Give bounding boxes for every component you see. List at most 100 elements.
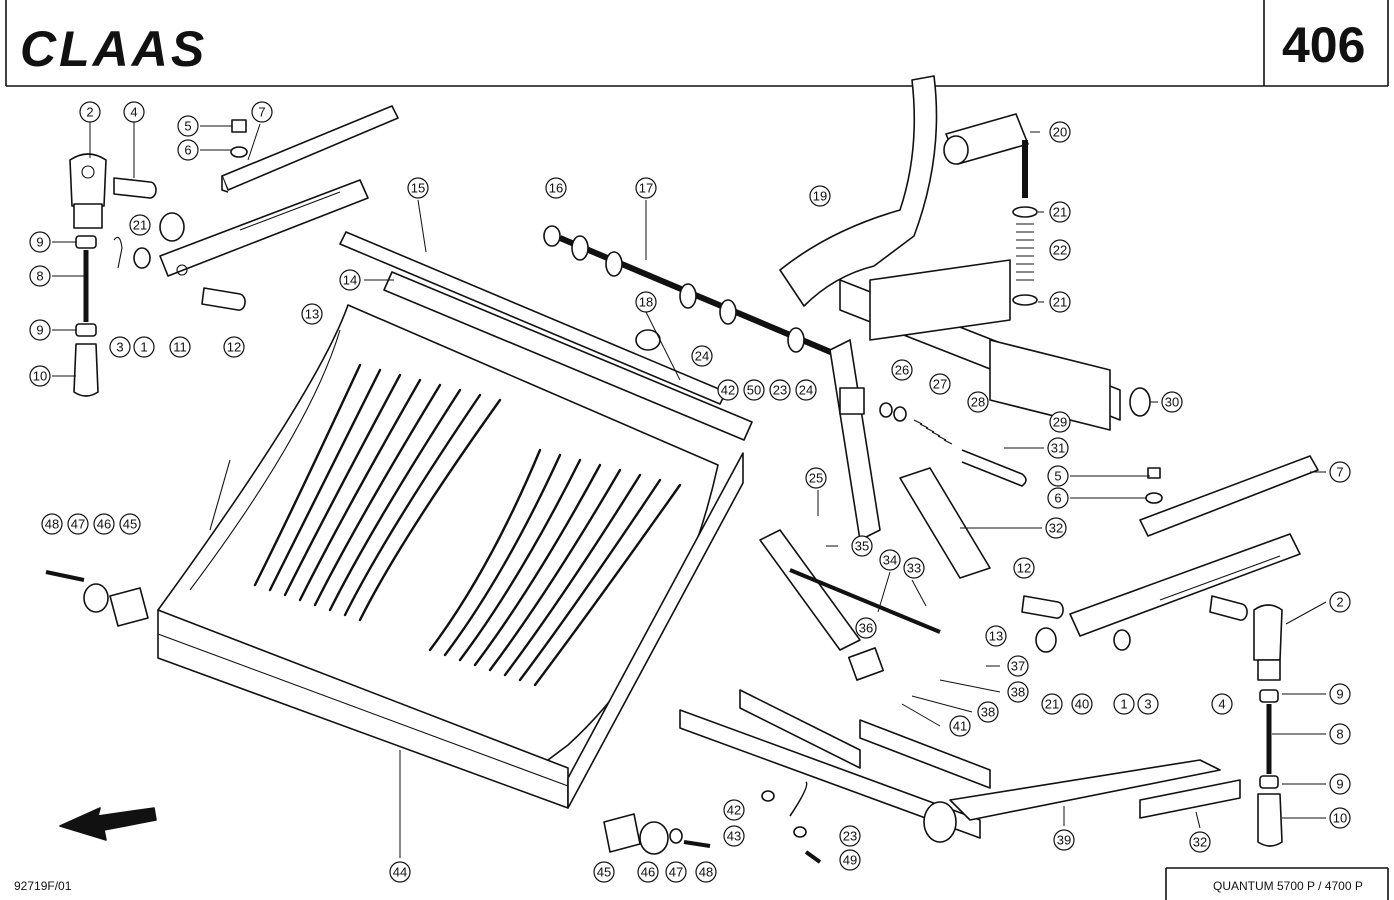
svg-text:2: 2 [86, 105, 93, 120]
svg-text:5: 5 [1054, 469, 1061, 484]
u-bolt-28 [961, 449, 1027, 487]
svg-text:11: 11 [173, 340, 187, 355]
callout-30: 30 [1161, 391, 1183, 413]
callout-38: 38 [977, 701, 999, 723]
svg-text:15: 15 [411, 181, 425, 196]
svg-text:2: 2 [1336, 595, 1343, 610]
svg-text:43: 43 [727, 829, 741, 844]
callout-45: 45 [593, 861, 615, 883]
svg-text:26: 26 [895, 363, 909, 378]
callout-43: 43 [723, 825, 745, 847]
callout-31: 31 [1047, 437, 1069, 459]
svg-text:42: 42 [727, 803, 741, 818]
callout-6: 6 [177, 139, 199, 161]
tube-assembly-30 [839, 113, 1151, 431]
callout-37: 37 [1007, 655, 1029, 677]
svg-text:21: 21 [133, 218, 147, 233]
callout-5: 5 [177, 115, 199, 137]
callout-48: 48 [41, 513, 63, 535]
callout-32: 32 [1045, 517, 1067, 539]
callout-21: 21 [1049, 201, 1071, 223]
svg-text:3: 3 [116, 340, 123, 355]
travel-direction-arrow-icon [59, 807, 157, 841]
callout-2: 2 [1329, 591, 1351, 613]
svg-text:27: 27 [933, 377, 947, 392]
svg-text:49: 49 [843, 853, 857, 868]
svg-text:13: 13 [305, 307, 319, 322]
callout-3: 3 [1137, 693, 1159, 715]
svg-text:38: 38 [981, 705, 995, 720]
svg-text:17: 17 [639, 181, 653, 196]
callout-48: 48 [695, 861, 717, 883]
svg-text:32: 32 [1049, 521, 1063, 536]
callout-28: 28 [967, 391, 989, 413]
svg-text:3: 3 [1144, 697, 1151, 712]
callout-6: 6 [1047, 487, 1069, 509]
page-number: 406 [1282, 17, 1365, 73]
svg-text:31: 31 [1051, 441, 1065, 456]
callout-34: 34 [879, 549, 901, 571]
svg-text:30: 30 [1165, 395, 1179, 410]
callout-17: 17 [635, 177, 657, 199]
footer-frame [1165, 867, 1389, 900]
callouts: 2 4 5 6 7 21 9 8 9 10 3 1 11 12 13 15 14… [29, 101, 1351, 883]
svg-text:45: 45 [597, 865, 611, 880]
svg-text:21: 21 [1045, 697, 1059, 712]
callout-12: 12 [223, 336, 245, 358]
svg-text:35: 35 [855, 539, 869, 554]
header-frame [5, 0, 1389, 87]
callout-50: 50 [743, 379, 765, 401]
callout-9: 9 [1329, 773, 1351, 795]
svg-text:46: 46 [641, 865, 655, 880]
callout-4: 4 [123, 101, 145, 123]
callout-23: 23 [769, 379, 791, 401]
svg-text:28: 28 [971, 395, 985, 410]
svg-text:47: 47 [669, 865, 683, 880]
callout-18: 18 [635, 291, 657, 313]
callout-33: 33 [903, 557, 925, 579]
callout-11: 11 [169, 336, 191, 358]
callout-9: 9 [29, 319, 51, 341]
svg-text:10: 10 [33, 369, 47, 384]
svg-text:32: 32 [1193, 835, 1207, 850]
svg-text:41: 41 [953, 719, 967, 734]
svg-text:5: 5 [184, 119, 191, 134]
svg-text:18: 18 [639, 295, 653, 310]
callout-16: 16 [545, 177, 567, 199]
callout-38: 38 [1007, 681, 1029, 703]
callout-45: 45 [119, 513, 141, 535]
svg-text:6: 6 [184, 143, 191, 158]
shaft-17 [543, 225, 842, 359]
callout-21: 21 [129, 214, 151, 236]
svg-text:46: 46 [97, 517, 111, 532]
svg-text:24: 24 [799, 383, 813, 398]
callout-13: 13 [985, 625, 1007, 647]
svg-text:8: 8 [1336, 727, 1343, 742]
clamp-assembly [761, 781, 822, 864]
callout-9: 9 [29, 231, 51, 253]
svg-text:7: 7 [1336, 465, 1343, 480]
callout-10: 10 [29, 365, 51, 387]
callout-14: 14 [339, 269, 361, 291]
callout-10: 10 [1329, 807, 1351, 829]
callout-35: 35 [851, 535, 873, 557]
callout-46: 46 [637, 861, 659, 883]
svg-text:50: 50 [747, 383, 761, 398]
svg-text:22: 22 [1053, 243, 1067, 258]
svg-text:12: 12 [227, 340, 241, 355]
callout-24: 24 [795, 379, 817, 401]
svg-text:9: 9 [36, 235, 43, 250]
document-id: 92719F/01 [14, 879, 72, 893]
callout-19: 19 [809, 185, 831, 207]
leader-lines [52, 122, 1327, 858]
callout-3: 3 [109, 336, 131, 358]
svg-text:13: 13 [989, 629, 1003, 644]
callout-2: 2 [79, 101, 101, 123]
svg-text:39: 39 [1057, 833, 1071, 848]
svg-text:10: 10 [1333, 811, 1347, 826]
strip-14 [383, 271, 753, 441]
callout-15: 15 [407, 177, 429, 199]
callout-1: 1 [133, 336, 155, 358]
svg-text:24: 24 [695, 349, 709, 364]
